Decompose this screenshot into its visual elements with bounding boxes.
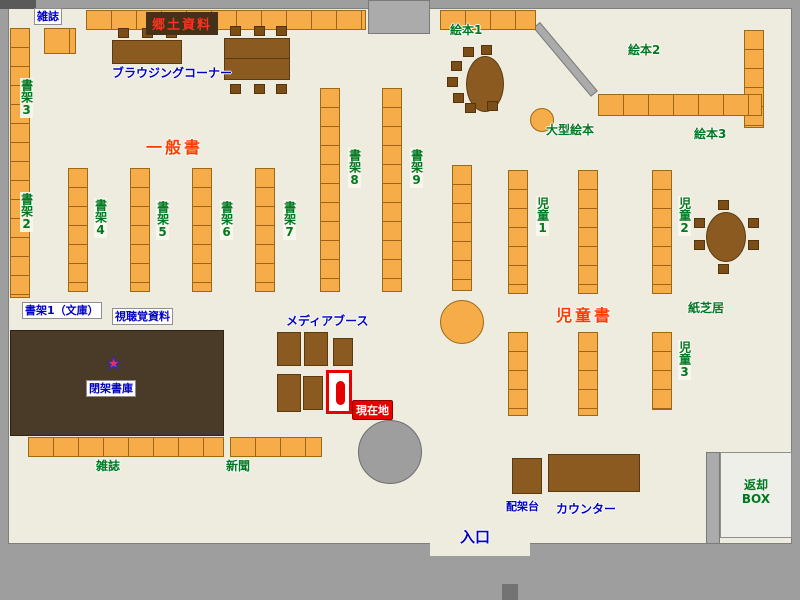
return-box-label-line2: BOX	[741, 491, 771, 506]
children-books-label: 児童書	[556, 306, 614, 325]
media-booth-5	[303, 376, 323, 410]
chair	[276, 84, 287, 94]
bookshelf-9	[382, 88, 402, 292]
table-divider	[224, 58, 290, 59]
pillar-top	[368, 0, 430, 34]
chair	[453, 93, 464, 103]
large-picture-books-label: 大型絵本	[546, 123, 595, 137]
chair	[694, 218, 705, 228]
chair	[451, 61, 462, 71]
bookshelf-4	[68, 168, 88, 292]
children1-label: 児童1	[535, 196, 550, 236]
browsing-corner-label: ブラウジングコーナー	[112, 66, 233, 80]
return-box-area: 返却 BOX	[720, 452, 792, 538]
bookshelf-child-2	[652, 170, 672, 294]
return-box-label-line1: 返却	[743, 478, 768, 492]
current-location-dot	[336, 381, 345, 405]
bookshelf-6	[192, 168, 212, 292]
picture-books3-label: 絵本3	[694, 127, 727, 141]
magazines-top-label: 雑誌	[34, 8, 62, 25]
bookshelf-child-3	[652, 332, 672, 410]
shelf8-label: 書架8	[347, 148, 362, 188]
return-box-wall	[706, 452, 720, 544]
chair	[276, 26, 287, 36]
large-picture-book-table	[530, 108, 554, 132]
chair	[481, 45, 492, 55]
bookshelf-child-lower-2	[578, 332, 598, 416]
closed-stacks-label: 閉架書庫	[86, 380, 136, 397]
shelf6-label: 書架6	[219, 200, 234, 240]
chair	[748, 218, 759, 228]
bookshelf-7	[255, 168, 275, 292]
bookshelf-top	[86, 10, 366, 30]
chair	[487, 101, 498, 111]
picture-books2-label: 絵本2	[628, 43, 661, 57]
bookshelf-left-wall	[10, 28, 30, 298]
round-table	[440, 300, 484, 344]
pillar-round	[358, 420, 422, 484]
current-location-booth	[326, 370, 352, 414]
bookshelf-center	[452, 165, 472, 291]
children2-label: 児童2	[677, 196, 692, 236]
children-oval-table	[706, 212, 746, 262]
media-booth-3	[333, 338, 353, 366]
wall-notch	[502, 584, 518, 600]
media-booth-2	[304, 332, 328, 366]
chair	[465, 103, 476, 113]
bookshelf-small-topleft	[44, 28, 76, 54]
local-materials-label: 郷土資料	[146, 12, 219, 35]
bookshelf-newspapers	[230, 437, 322, 457]
general-books-label: 一般書	[146, 138, 204, 157]
magazines-bottom-label: 雑誌	[96, 459, 121, 473]
shelf7-label: 書架7	[282, 200, 297, 240]
chair	[718, 264, 729, 274]
browsing-table-1	[112, 40, 182, 64]
bookshelf-child-1	[508, 170, 528, 294]
browsing-table-2	[224, 38, 290, 80]
children3-label: 児童3	[677, 340, 692, 380]
audiovisual-label: 視聴覚資料	[112, 308, 173, 325]
picture-books1-label: 絵本1	[450, 23, 483, 37]
star-icon: ★	[105, 354, 122, 374]
shelf2-label: 書架2	[19, 192, 34, 232]
shelving-stand-label: 配架台	[506, 500, 539, 513]
shelving-stand-desk	[512, 458, 542, 494]
shelf3-label: 書架3	[19, 78, 34, 118]
shelf4-label: 書架4	[93, 198, 108, 238]
media-booth-1	[277, 332, 301, 366]
bookshelf-child-mid	[578, 170, 598, 294]
chair	[254, 84, 265, 94]
chair	[694, 240, 705, 250]
bookshelf-8	[320, 88, 340, 292]
chair	[718, 200, 729, 210]
chair	[230, 84, 241, 94]
chair	[463, 47, 474, 57]
counter-label: カウンター	[556, 502, 617, 516]
entrance-label: 入口	[460, 528, 491, 546]
chair	[748, 240, 759, 250]
entrance-gap	[430, 540, 530, 556]
bookshelf-child-lower-1	[508, 332, 528, 416]
bookshelf-ehon1	[440, 10, 536, 30]
shelf5-label: 書架5	[155, 200, 170, 240]
newspapers-label: 新聞	[226, 459, 251, 473]
bookshelf-ehon3	[598, 94, 762, 116]
story-oval-table	[466, 56, 504, 112]
counter-desk	[548, 454, 640, 492]
chair	[447, 77, 458, 87]
shelf1-bunko-label: 書架1（文庫）	[22, 302, 102, 319]
kamishibai-label: 紙芝居	[688, 301, 725, 315]
shelf9-label: 書架9	[409, 148, 424, 188]
chair	[230, 26, 241, 36]
bookshelf-magazines-bottom	[28, 437, 224, 457]
chair	[254, 26, 265, 36]
current-location-label: 現在地	[352, 400, 393, 420]
bookshelf-5	[130, 168, 150, 292]
media-booth-4	[277, 374, 301, 412]
chair	[118, 28, 129, 38]
wall-corner-dark	[0, 0, 36, 9]
media-booth-label: メディアブース	[286, 314, 369, 328]
